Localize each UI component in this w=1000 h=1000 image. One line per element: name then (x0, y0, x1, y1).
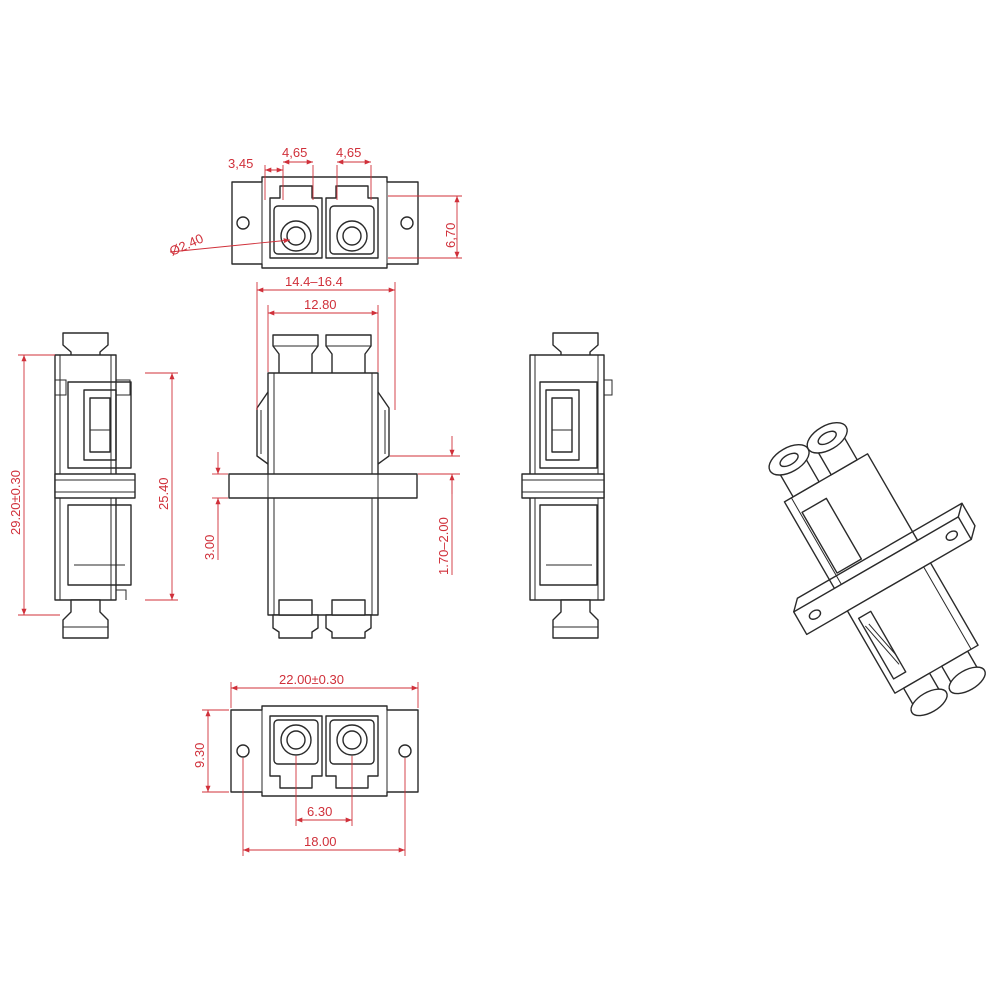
bottom-view (230, 705, 419, 797)
left-side-dimensions: 29.20±0.30 25.40 (8, 354, 178, 616)
right-side-view (521, 332, 613, 639)
left-side-view (54, 332, 136, 639)
dim-top-b: 4,65 (282, 145, 307, 160)
dim-bottom-pitch: 6.30 (307, 804, 332, 819)
dim-front-outer: 14.4–16.4 (285, 274, 343, 289)
dim-top-c: 4,65 (336, 145, 361, 160)
dim-side-total: 29.20±0.30 (8, 470, 23, 535)
dim-front-clip: 1.70–2.00 (436, 517, 451, 575)
dim-top-height: 6,70 (443, 223, 458, 248)
dim-front-inner: 12.80 (304, 297, 337, 312)
dim-bottom-holes: 18.00 (304, 834, 337, 849)
dim-top-diameter: Ø2.40 (167, 231, 205, 259)
dim-top-a: 3,45 (228, 156, 253, 171)
front-view (228, 334, 418, 639)
dim-bottom-total: 22.00±0.30 (279, 672, 344, 687)
bottom-view-dimensions: 22.00±0.30 9.30 6.30 18.00 (192, 672, 419, 856)
top-view (231, 176, 419, 269)
dim-bottom-height: 9.30 (192, 743, 207, 768)
dim-side-body: 25.40 (156, 477, 171, 510)
front-view-dimensions: 14.4–16.4 12.80 3.00 1.70–2.00 (202, 274, 460, 575)
dim-front-flange: 3.00 (202, 535, 217, 560)
isometric-view (768, 422, 986, 717)
